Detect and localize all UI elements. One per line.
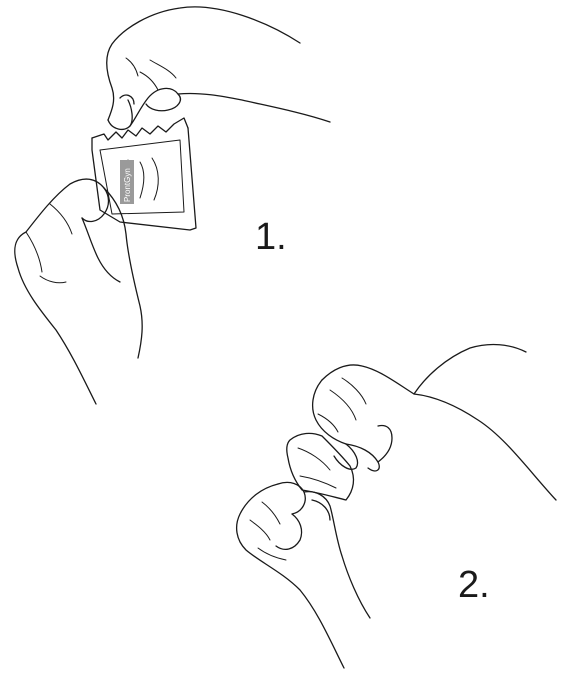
brand-label-patch <box>120 160 134 204</box>
sachet-packet: ProntGyn <box>91 117 197 231</box>
upper-hand-drawing <box>106 6 331 131</box>
left-hand-drawing <box>235 481 371 669</box>
wipe-sheet <box>286 432 355 501</box>
lower-hand-drawing <box>14 178 143 405</box>
step-1-number: 1. <box>255 216 287 258</box>
step-1-illustration: ProntGyn <box>14 6 331 405</box>
step-2-number: 2. <box>458 564 490 606</box>
step-2-illustration <box>235 343 557 669</box>
right-hand-drawing <box>311 343 557 501</box>
sachet-brand-label: ProntGyn <box>123 168 132 202</box>
